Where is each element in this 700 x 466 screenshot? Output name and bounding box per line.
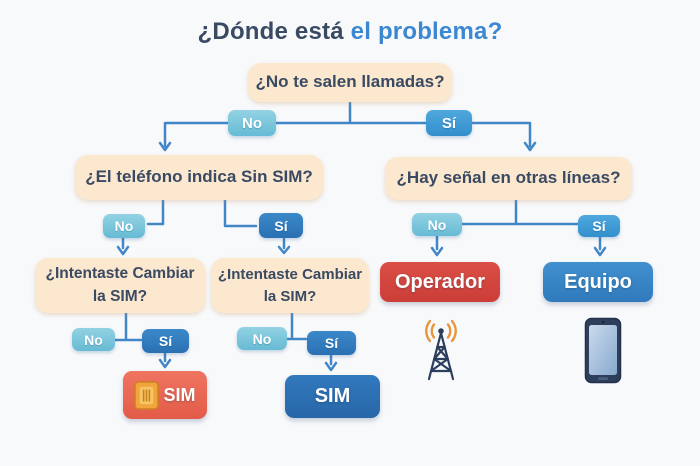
result-label: SIM [163, 384, 196, 405]
sim-card-icon [134, 380, 160, 410]
title-highlight: el problema? [350, 18, 503, 45]
result-equipo: Equipo [543, 262, 653, 302]
radio-tower-icon [421, 318, 461, 389]
branch-label-no: No [72, 328, 115, 351]
branch-label-si: Sí [578, 215, 620, 237]
branch-label-no: No [237, 327, 287, 350]
question-cambiar-sim-left: ¿Intentaste Cambiar la SIM? [35, 258, 205, 313]
branch-label-si: Sí [307, 331, 356, 355]
branch-label-si: Sí [426, 110, 472, 136]
branch-label-si: Sí [142, 329, 189, 353]
branch-label-no: No [228, 110, 276, 136]
result-sim-card: SIM [123, 371, 207, 419]
result-sim: SIM [285, 375, 380, 418]
smartphone-icon [584, 317, 622, 389]
title-prefix: ¿Dónde está [197, 18, 344, 45]
branch-label-si: Sí [259, 213, 303, 238]
branch-label-no: No [412, 213, 462, 236]
page-title: ¿Dónde está el problema? [0, 18, 700, 46]
question-sin-sim: ¿El teléfono indica Sin SIM? [75, 155, 323, 200]
question-cambiar-sim-right: ¿Intentaste Cambiar la SIM? [211, 258, 369, 313]
question-senal-otras-lineas: ¿Hay señal en otras líneas? [385, 157, 632, 200]
branch-label-no: No [103, 214, 145, 238]
question-no-llamadas: ¿No te salen llamadas? [248, 63, 452, 102]
result-operador: Operador [380, 262, 500, 302]
